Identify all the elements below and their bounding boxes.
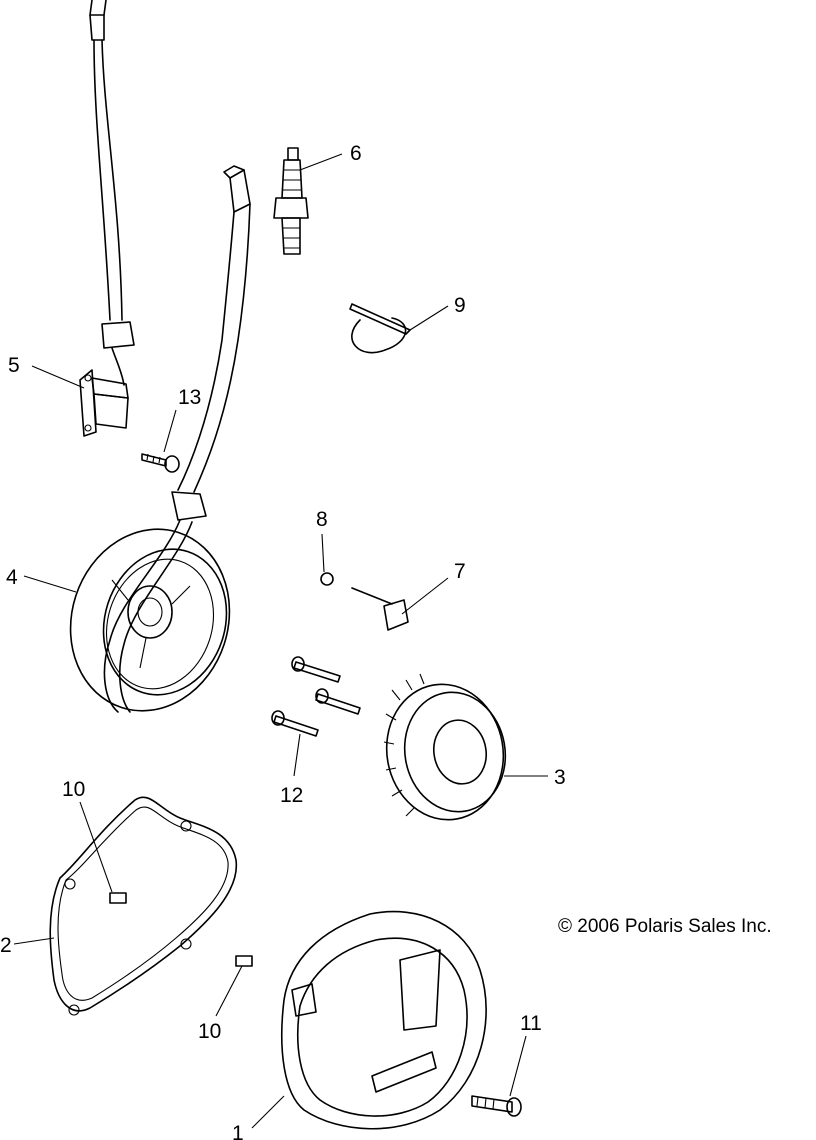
callout-7: 7 [454,560,466,583]
callout-2: 2 [0,934,12,957]
part-11-bolt [471,1095,522,1117]
part-13-screw [141,453,180,473]
leader-12 [293,733,301,777]
copyright-notice: © 2006 Polaris Sales Inc. [558,916,772,937]
part-12-bolts [271,656,361,737]
callout-labels: 1 2 3 4 5 6 7 8 9 10 10 11 12 13 [0,142,566,1140]
callout-9: 9 [454,294,466,317]
callout-12: 12 [280,784,303,807]
part-4-flywheel [69,528,231,712]
part-6-spark-plug [273,147,309,255]
callout-1: 1 [232,1122,244,1140]
part-1-magneto-cover [281,910,487,1130]
callout-4: 4 [6,566,18,589]
leader-4 [23,575,77,593]
leader-6 [299,153,343,171]
part-7-clamp [351,587,409,631]
callout-11: 11 [520,1012,542,1035]
leader-10a [79,801,113,893]
leader-1 [251,1095,285,1129]
part-9-cable-tie [349,303,411,354]
leader-lines [13,153,548,1129]
leader-5 [31,365,85,389]
leader-9 [409,305,449,331]
part-10-dowel-pins [109,892,253,967]
leader-7 [401,577,449,615]
leader-2 [13,937,55,945]
part-8-nut [320,572,334,586]
callout-3: 3 [554,766,566,789]
callout-10b: 10 [198,1020,221,1043]
leader-10b [215,965,243,1017]
callout-13: 13 [178,386,201,409]
leader-8 [321,533,325,573]
callout-6: 6 [350,142,362,165]
part-3-stator [103,165,507,821]
leader-11 [509,1035,527,1097]
part-5-pickup-sensor [79,0,135,437]
callout-8: 8 [316,508,328,531]
callout-10a: 10 [62,778,85,801]
part-2-gasket [49,796,238,1016]
leader-13 [163,409,177,453]
callout-5: 5 [8,354,20,377]
